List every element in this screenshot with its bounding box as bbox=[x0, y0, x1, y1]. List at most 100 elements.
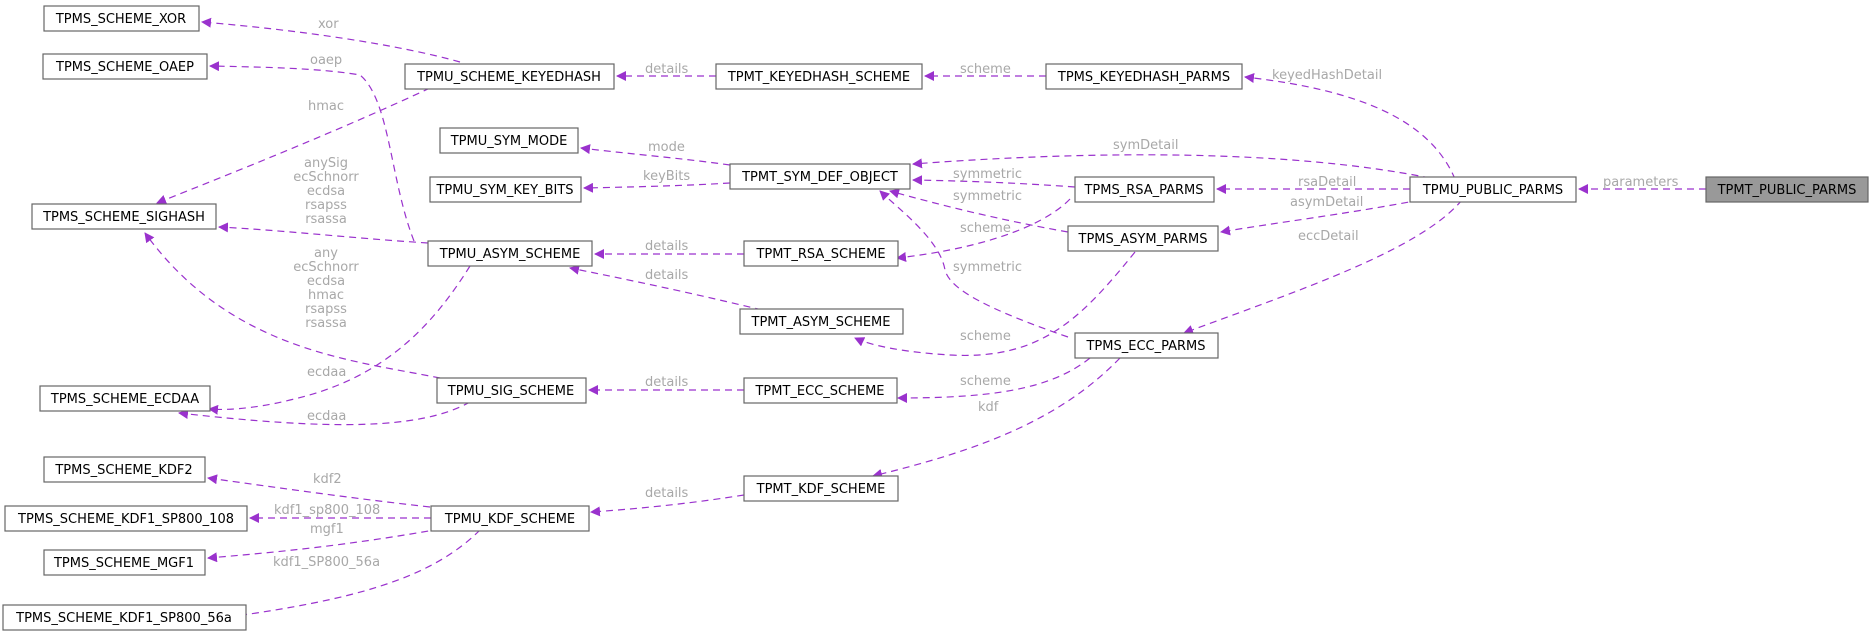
svg-text:any: any bbox=[314, 246, 338, 261]
svg-text:TPMU_SCHEME_KEYEDHASH: TPMU_SCHEME_KEYEDHASH bbox=[416, 70, 601, 85]
label-scheme-asym: scheme bbox=[960, 329, 1011, 344]
edge-sig-ecdaa bbox=[178, 401, 471, 426]
svg-text:ecdsa: ecdsa bbox=[307, 274, 345, 289]
edge-asym-ecdaa bbox=[208, 265, 471, 415]
node-tpms-keyedhash-parms[interactable]: TPMS_KEYEDHASH_PARMS bbox=[1045, 63, 1243, 90]
node-tpmt-keyedhash-scheme[interactable]: TPMT_KEYEDHASH_SCHEME bbox=[715, 63, 923, 90]
node-tpms-scheme-kdf1-sp800-108[interactable]: TPMS_SCHEME_KDF1_SP800_108 bbox=[4, 505, 248, 532]
label-ecdaa-sig: ecdaa bbox=[307, 409, 346, 424]
label-scheme-ecc: scheme bbox=[960, 374, 1011, 389]
node-tpmt-sym-def-object[interactable]: TPMT_SYM_DEF_OBJECT bbox=[729, 163, 911, 190]
svg-text:rsapss: rsapss bbox=[305, 302, 347, 317]
label-kdf: kdf bbox=[978, 400, 999, 415]
edge-keybits bbox=[583, 182, 731, 193]
svg-text:TPMS_SCHEME_KDF1_SP800_56a: TPMS_SCHEME_KDF1_SP800_56a bbox=[15, 611, 232, 626]
label-details-asym: details bbox=[645, 268, 689, 283]
label-asymdetail: asymDetail bbox=[1290, 195, 1363, 210]
svg-text:TPMS_KEYEDHASH_PARMS: TPMS_KEYEDHASH_PARMS bbox=[1057, 70, 1230, 85]
svg-text:TPMS_SCHEME_KDF1_SP800_108: TPMS_SCHEME_KDF1_SP800_108 bbox=[17, 512, 234, 527]
edge-details-asym bbox=[569, 264, 763, 311]
edge-xor bbox=[201, 17, 461, 63]
edge-mgf1 bbox=[207, 528, 441, 563]
nodes: TPMT_PUBLIC_PARMS TPMU_PUBLIC_PARMS TPMS… bbox=[2, 5, 1869, 631]
node-tpms-scheme-oaep[interactable]: TPMS_SCHEME_OAEP bbox=[42, 53, 208, 80]
svg-text:TPMS_ASYM_PARMS: TPMS_ASYM_PARMS bbox=[1078, 232, 1208, 247]
svg-text:TPMS_SCHEME_XOR: TPMS_SCHEME_XOR bbox=[55, 12, 186, 27]
node-tpms-scheme-mgf1[interactable]: TPMS_SCHEME_MGF1 bbox=[43, 549, 206, 576]
node-tpms-rsa-parms[interactable]: TPMS_RSA_PARMS bbox=[1074, 176, 1215, 203]
node-tpmt-public-parms[interactable]: TPMT_PUBLIC_PARMS bbox=[1705, 176, 1869, 203]
edge-symdetail bbox=[912, 154, 1431, 179]
svg-text:TPMT_KEYEDHASH_SCHEME: TPMT_KEYEDHASH_SCHEME bbox=[727, 70, 910, 85]
label-scheme-keyedhash: scheme bbox=[960, 62, 1011, 77]
label-kdf1-108: kdf1_sp800_108 bbox=[274, 503, 380, 518]
svg-text:TPMU_SIG_SCHEME: TPMU_SIG_SCHEME bbox=[447, 384, 574, 399]
label-details-ecc: details bbox=[645, 375, 689, 390]
node-tpms-ecc-parms[interactable]: TPMS_ECC_PARMS bbox=[1074, 332, 1219, 359]
svg-text:TPMS_ECC_PARMS: TPMS_ECC_PARMS bbox=[1085, 339, 1205, 354]
label-kdf1-56a: kdf1_SP800_56a bbox=[273, 555, 380, 570]
node-tpmt-asym-scheme[interactable]: TPMT_ASYM_SCHEME bbox=[739, 308, 904, 335]
svg-text:TPMT_PUBLIC_PARMS: TPMT_PUBLIC_PARMS bbox=[1717, 183, 1857, 198]
node-tpms-scheme-kdf2[interactable]: TPMS_SCHEME_KDF2 bbox=[43, 456, 206, 483]
svg-text:TPMT_RSA_SCHEME: TPMT_RSA_SCHEME bbox=[755, 247, 885, 262]
svg-text:TPMU_ASYM_SCHEME: TPMU_ASYM_SCHEME bbox=[439, 247, 581, 262]
label-ecdaa-asym: ecdaa bbox=[307, 365, 346, 380]
node-tpmu-public-parms[interactable]: TPMU_PUBLIC_PARMS bbox=[1409, 176, 1577, 203]
svg-text:TPMT_KDF_SCHEME: TPMT_KDF_SCHEME bbox=[756, 482, 886, 497]
svg-text:anySig: anySig bbox=[304, 156, 348, 171]
svg-text:rsassa: rsassa bbox=[305, 212, 347, 227]
label-hmac: hmac bbox=[308, 99, 344, 114]
edge-details-kdf bbox=[590, 494, 745, 517]
svg-text:hmac: hmac bbox=[308, 288, 344, 303]
edge-kdf1-56a bbox=[228, 529, 481, 621]
label-parameters: parameters bbox=[1603, 175, 1679, 190]
svg-text:TPMS_RSA_PARMS: TPMS_RSA_PARMS bbox=[1083, 183, 1203, 198]
node-tpms-scheme-sighash[interactable]: TPMS_SCHEME_SIGHASH bbox=[31, 203, 217, 230]
svg-text:ecSchnorr: ecSchnorr bbox=[293, 260, 359, 275]
svg-text:TPMT_ASYM_SCHEME: TPMT_ASYM_SCHEME bbox=[751, 315, 891, 330]
node-tpmt-kdf-scheme[interactable]: TPMT_KDF_SCHEME bbox=[743, 475, 899, 502]
svg-text:TPMU_SYM_MODE: TPMU_SYM_MODE bbox=[450, 134, 568, 149]
edge-symmetric-rsa bbox=[912, 175, 1076, 188]
svg-text:TPMU_KDF_SCHEME: TPMU_KDF_SCHEME bbox=[444, 512, 575, 527]
node-tpmu-sym-mode[interactable]: TPMU_SYM_MODE bbox=[439, 127, 579, 154]
label-oaep: oaep bbox=[310, 53, 342, 68]
node-tpms-scheme-ecdaa[interactable]: TPMS_SCHEME_ECDAA bbox=[39, 385, 211, 412]
node-tpmu-sig-scheme[interactable]: TPMU_SIG_SCHEME bbox=[436, 377, 587, 404]
edge-labels: parameters keyedHashDetail symDetail rsa… bbox=[273, 17, 1679, 570]
label-symmetric-2: symmetric bbox=[953, 189, 1022, 204]
edge-sig-sighash bbox=[144, 232, 441, 379]
node-tpmt-ecc-scheme[interactable]: TPMT_ECC_SCHEME bbox=[743, 377, 898, 404]
label-mgf1: mgf1 bbox=[310, 522, 344, 537]
svg-text:ecSchnorr: ecSchnorr bbox=[293, 170, 359, 185]
svg-text:TPMS_SCHEME_OAEP: TPMS_SCHEME_OAEP bbox=[55, 60, 194, 75]
svg-text:TPMU_PUBLIC_PARMS: TPMU_PUBLIC_PARMS bbox=[1422, 183, 1563, 198]
svg-text:rsapss: rsapss bbox=[305, 198, 347, 213]
svg-text:TPMU_SYM_KEY_BITS: TPMU_SYM_KEY_BITS bbox=[435, 183, 573, 198]
label-details-keyedhash: details bbox=[645, 62, 689, 77]
svg-text:TPMT_SYM_DEF_OBJECT: TPMT_SYM_DEF_OBJECT bbox=[741, 170, 898, 185]
label-mode: mode bbox=[648, 140, 685, 155]
label-rsadetail: rsaDetail bbox=[1298, 175, 1356, 190]
label-sig-sighash: any ecSchnorr ecdsa hmac rsapss rsassa bbox=[293, 246, 359, 331]
label-eccdetail: eccDetail bbox=[1298, 229, 1359, 244]
edge-scheme-rsa bbox=[896, 198, 1071, 262]
label-scheme-rsa: scheme bbox=[960, 221, 1011, 236]
edge-scheme-ecc bbox=[897, 357, 1091, 403]
node-tpms-scheme-kdf1-sp800-56a[interactable]: TPMS_SCHEME_KDF1_SP800_56a bbox=[2, 604, 247, 631]
edge-oaep bbox=[209, 61, 415, 242]
node-tpmu-asym-scheme[interactable]: TPMU_ASYM_SCHEME bbox=[427, 240, 593, 267]
edge-keyedhashdetail bbox=[1244, 73, 1456, 180]
node-tpms-asym-parms[interactable]: TPMS_ASYM_PARMS bbox=[1067, 225, 1219, 252]
node-tpmu-sym-key-bits[interactable]: TPMU_SYM_KEY_BITS bbox=[429, 176, 582, 203]
node-tpms-scheme-xor[interactable]: TPMS_SCHEME_XOR bbox=[43, 5, 200, 32]
edge-mode bbox=[580, 144, 731, 166]
label-xor: xor bbox=[318, 17, 339, 32]
node-tpmu-scheme-keyedhash[interactable]: TPMU_SCHEME_KEYEDHASH bbox=[404, 63, 615, 90]
svg-text:TPMS_SCHEME_SIGHASH: TPMS_SCHEME_SIGHASH bbox=[42, 210, 205, 225]
node-tpmu-kdf-scheme[interactable]: TPMU_KDF_SCHEME bbox=[430, 505, 590, 532]
node-tpmt-rsa-scheme[interactable]: TPMT_RSA_SCHEME bbox=[743, 240, 899, 267]
edge-hmac bbox=[156, 87, 431, 205]
